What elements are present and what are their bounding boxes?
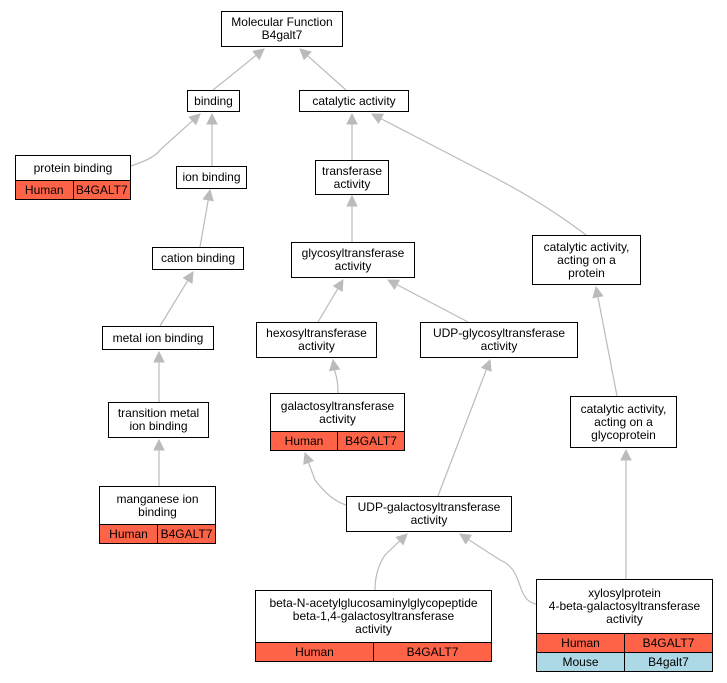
arrowhead-icon [202, 188, 214, 202]
annotation-row-human: Human B4GALT7 [16, 180, 130, 199]
go-term-label: UDP-galactosyltransferase activity [357, 500, 501, 527]
go-term-label: UDP-glycosyltransferase activity [432, 326, 566, 353]
annotation-row-mouse: Mouse B4galt7 [537, 652, 712, 671]
arrowhead-icon [346, 112, 358, 125]
go-term-label: cation binding [160, 251, 236, 265]
go-term-node-cation-binding[interactable]: cation binding [152, 247, 244, 270]
edge-protein-binding-to-binding [130, 120, 193, 167]
gene-cell[interactable]: B4GALT7 [337, 432, 404, 450]
arrowhead-icon [395, 533, 408, 546]
edge-catalytic-glyco-to-catalytic-protein [597, 296, 618, 397]
go-term-label: beta-N-acetylglucosaminylglycopeptide be… [269, 596, 478, 636]
go-term-node-hexosyltransferase[interactable]: hexosyltransferase activity [256, 322, 377, 358]
go-term-node-xylosyl[interactable]: xylosylprotein 4-beta-galactosyltransfer… [536, 579, 713, 672]
go-term-label: transition metal ion binding [117, 406, 200, 433]
go-term-label: catalytic activity, acting on a glycopro… [580, 401, 667, 442]
arrowhead-icon [153, 438, 165, 451]
arrowhead-icon [332, 279, 344, 292]
go-term-node-mf[interactable]: Molecular Function B4galt7 [221, 11, 343, 47]
go-term-label: glycosyltransferase activity [301, 246, 405, 273]
arrowhead-icon [206, 112, 218, 125]
species-cell: Human [295, 645, 334, 659]
go-term-label: galactosyltransferase activity [280, 398, 395, 426]
edge-hexosyltransferase-to-glycosyltransferase [317, 288, 339, 323]
arrowhead-icon [153, 350, 165, 363]
species-cell: Mouse [562, 655, 599, 669]
arrowhead-icon [252, 48, 265, 61]
edge-galactosyltransferase-to-hexosyltransferase [334, 369, 339, 394]
go-term-label: binding [194, 93, 233, 108]
annotation-row-human: Human B4GALT7 [256, 642, 491, 661]
gene-cell[interactable]: B4galt7 [624, 653, 712, 671]
edge-xylosyl-to-udp-galactosyl [468, 538, 537, 605]
edge-binding-to-mf [212, 54, 257, 91]
gene-cell[interactable]: B4GALT7 [72, 181, 131, 199]
go-term-node-transferase[interactable]: transferase activity [315, 160, 389, 195]
arrowhead-icon [299, 48, 312, 61]
annotation-row-human: Human B4GALT7 [271, 431, 404, 450]
edge-udp-galactosyl-to-udp-glycosyl [437, 369, 487, 497]
species-cell: Human [561, 636, 600, 650]
go-term-node-udp-glycosyl[interactable]: UDP-glycosyltransferase activity [420, 322, 578, 358]
go-term-label: Molecular Function B4galt7 [231, 15, 333, 42]
species-cell: Human [109, 527, 148, 541]
arrowhead-icon [620, 448, 632, 461]
go-term-label: xylosylprotein 4-beta-galactosyltransfer… [548, 586, 701, 626]
go-term-label: catalytic activity [312, 93, 396, 108]
edge-beta-n-to-udp-galactosyl [374, 540, 401, 591]
go-term-label: ion binding [182, 170, 241, 184]
go-term-node-metal-ion[interactable]: metal ion binding [102, 326, 214, 350]
arrowhead-icon [480, 358, 492, 372]
species-cell: Human [24, 183, 64, 197]
go-term-node-catalytic-protein[interactable]: catalytic activity, acting on a protein [532, 235, 641, 285]
go-term-label: metal ion binding [112, 330, 204, 345]
go-term-label: hexosyltransferase activity [266, 326, 367, 353]
go-term-node-catalytic-glyco[interactable]: catalytic activity, acting on a glycopro… [570, 396, 677, 448]
gene-cell[interactable]: B4GALT7 [157, 525, 215, 543]
annotation-row-human: Human B4GALT7 [100, 524, 215, 543]
gene-cell[interactable]: B4GALT7 [624, 634, 712, 652]
go-term-label: transferase activity [321, 163, 383, 191]
edge-udp-galactosyl-to-galactosyltransferase [307, 462, 347, 506]
go-term-node-transition-metal[interactable]: transition metal ion binding [108, 402, 209, 438]
arrowhead-icon [188, 113, 201, 126]
go-term-node-udp-galactosyl[interactable]: UDP-galactosyltransferase activity [346, 496, 512, 532]
go-term-node-beta-n[interactable]: beta-N-acetylglucosaminylglycopeptide be… [255, 590, 492, 662]
go-term-label: manganese ion binding [116, 491, 199, 519]
go-term-node-ion-binding[interactable]: ion binding [176, 166, 247, 189]
edge-cation-binding-to-ion-binding [199, 199, 209, 248]
go-term-label: catalytic activity, acting on a protein [543, 239, 630, 280]
arrowhead-icon [592, 285, 604, 299]
gene-cell[interactable]: B4GALT7 [373, 643, 491, 661]
edge-udp-glycosyl-to-glycosyltransferase [396, 284, 469, 323]
species-cell: Human [284, 434, 324, 448]
edge-catalytic-to-mf [307, 55, 347, 91]
arrowhead-icon [371, 113, 384, 124]
edge-catalytic-protein-to-catalytic [380, 118, 587, 236]
annotation-row-human: Human B4GALT7 [537, 633, 712, 652]
arrowhead-icon [182, 271, 194, 284]
arrowhead-icon [387, 279, 400, 291]
go-term-node-binding[interactable]: binding [187, 90, 240, 112]
arrowhead-icon [303, 451, 315, 465]
go-term-node-catalytic[interactable]: catalytic activity [299, 90, 409, 112]
arrowhead-icon [328, 358, 341, 372]
edge-metal-ion-to-cation-binding [159, 280, 189, 327]
go-term-label: protein binding [33, 160, 113, 175]
go-term-node-glycosyltransferase[interactable]: glycosyltransferase activity [291, 242, 415, 278]
arrowhead-icon [346, 194, 358, 207]
arrowhead-icon [459, 533, 472, 545]
